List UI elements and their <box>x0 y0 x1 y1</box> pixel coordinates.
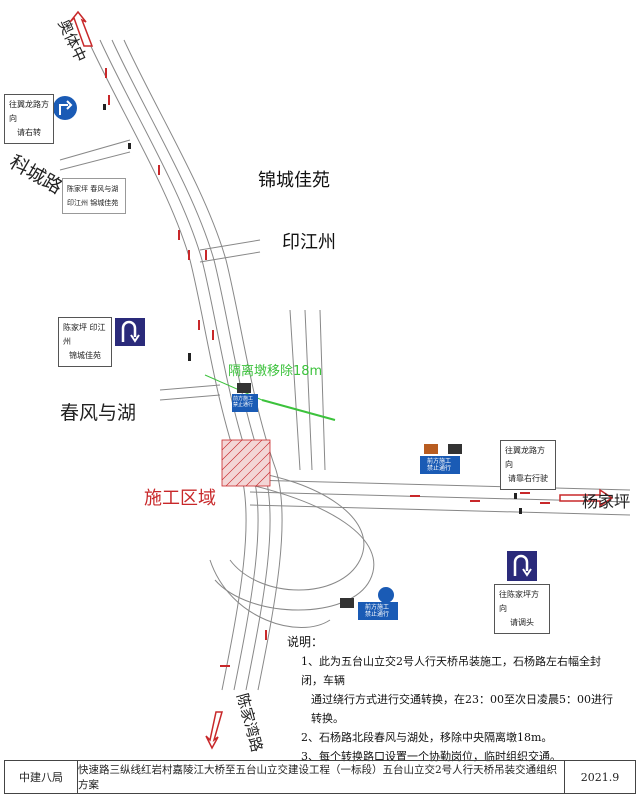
title-block: 中建八局 快速路三纵线红岩村嘉陵江大桥至五台山立交建设工程（一标段）五台山立交2… <box>4 760 636 794</box>
area-label-jincheng: 锦城佳苑 <box>258 170 330 191</box>
sign-left-direction: 陈家坪 春风与湖 印江州 锦城佳苑 <box>62 178 126 214</box>
work-ahead-label-1: 前方施工 禁止通行 <box>233 396 253 408</box>
median-removal-marker <box>204 374 336 421</box>
area-label-construction: 施工区域 <box>144 488 216 509</box>
road-direction-arrows <box>69 10 614 750</box>
notes-item: 通过绕行方式进行交通转换，在23：00至次日凌晨5：00进行转换。 <box>311 693 613 725</box>
area-label-yinjiangzhou: 印江州 <box>282 232 336 253</box>
traffic-arrows <box>105 68 550 667</box>
sign-right-top: 往翼龙路方向 请靠右行驶 <box>500 440 556 490</box>
work-ahead-label-2: 前方施工 禁止通行 <box>427 458 451 472</box>
notes-item: 3、每个转换路口设置一个协勤岗位，临时组织交通。 <box>301 750 561 763</box>
work-ahead-line: 禁止通行 <box>427 465 452 472</box>
sign-line: 陈家坪 春风与湖 <box>67 185 119 193</box>
uturn-icon-right <box>505 549 539 583</box>
notes-panel: 说明： 1、此为五台山立交2号人行天桥吊装施工，石杨路左右幅全封闭，车辆 通过绕… <box>287 633 617 766</box>
road-label-yangjiaping: 杨家坪 <box>582 492 631 511</box>
footer-org: 中建八局 <box>5 761 78 793</box>
sign-line: 往翼龙路方向 <box>505 446 545 469</box>
right-turn-icon <box>53 96 77 120</box>
sign-line: 往陈家坪方向 <box>499 590 539 613</box>
sign-line: 请右转 <box>17 128 41 137</box>
work-ahead-label-3: 前方施工 禁止通行 <box>365 604 389 618</box>
work-ahead-line: 前方施工 <box>233 396 254 402</box>
work-ahead-line: 前方施工 <box>365 604 390 611</box>
road-label-chunfeng: 春风与湖 <box>60 402 137 424</box>
notes-item: 1、此为五台山立交2号人行天桥吊装施工，石杨路左右幅全封闭，车辆 <box>301 655 601 687</box>
sign-line: 印江州 锦城佳苑 <box>67 199 119 207</box>
sign-line: 请调头 <box>510 618 534 627</box>
work-ahead-line: 禁止通行 <box>365 611 390 618</box>
footer-project: 快速路三纵线红岩村嘉陵江大桥至五台山立交建设工程（一标段）五台山立交2号人行天桥… <box>78 761 565 793</box>
footer-date: 2021.9 <box>580 770 620 784</box>
sign-line: 锦城佳苑 <box>69 351 101 360</box>
work-ahead-line: 禁止通行 <box>233 402 254 408</box>
median-removal-label: 隔离墩移除18m <box>228 364 323 379</box>
sign-right-bottom: 往陈家坪方向 请调头 <box>494 584 550 634</box>
sign-line: 陈家坪 印江州 <box>63 323 106 346</box>
sign-top-left: 往翼龙路方向 请右转 <box>4 94 54 144</box>
construction-zone <box>221 439 271 487</box>
sign-line: 往翼龙路方向 <box>9 100 49 123</box>
notes-item: 2、石杨路北段春风与湖处，移除中央隔离墩18m。 <box>301 731 553 744</box>
road-lines <box>59 39 631 691</box>
uturn-icon-left <box>113 316 147 348</box>
traffic-diagram <box>53 10 631 750</box>
barrier-boards <box>232 383 462 620</box>
sign-posts <box>103 104 522 514</box>
notes-title: 说明： <box>287 635 324 649</box>
work-ahead-line: 前方施工 <box>427 458 452 465</box>
sign-line: 请靠右行驶 <box>508 474 548 483</box>
sign-uturn-left: 陈家坪 印江州 锦城佳苑 <box>58 317 112 367</box>
